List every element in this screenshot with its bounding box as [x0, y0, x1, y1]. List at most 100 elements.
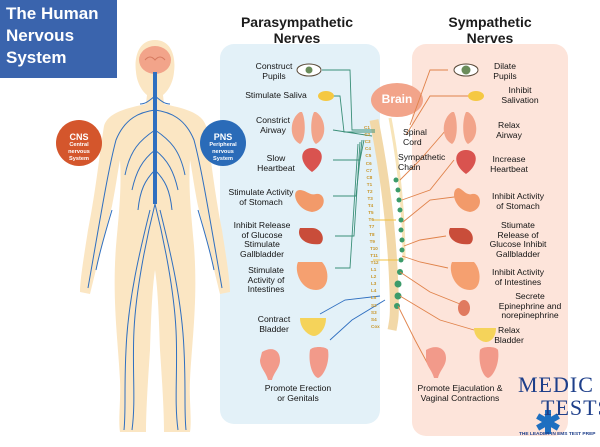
para-heart-l1: Slow: [266, 153, 286, 163]
cns-badge: CNS Central nervous System: [56, 120, 102, 166]
symp-stomach-label: Inhibit Activity of Stomach: [480, 191, 556, 211]
sympathetic-chain-label: Sympathetic Chain: [398, 152, 445, 172]
symp-intestines-l1: Inhibit Activity: [491, 267, 545, 277]
spine-label: L1: [371, 267, 377, 272]
symp-glucose-l3: Glucose Inhibit: [489, 239, 547, 250]
para-bladder-label: Contract Bladder: [248, 314, 300, 334]
spinal-label-line1: Spinal: [403, 127, 427, 137]
spine-label: T10: [369, 245, 378, 251]
spine-label: T12: [370, 259, 379, 265]
symp-pupils-label: Dilate Pupils: [480, 61, 530, 81]
symp-airway-l2: Airway: [496, 129, 522, 140]
spine-label: C1: [364, 125, 370, 130]
cns-sub3: System: [69, 156, 89, 162]
logo-line2: TESTS: [541, 395, 600, 420]
pns-badge: PNS Peripheral nervous System: [200, 120, 246, 166]
title-line-2: Nervous: [6, 26, 75, 45]
symp-heading-line1: Sympathetic: [448, 14, 532, 30]
symp-airway-l1: Relax: [498, 120, 520, 130]
para-intestines-l3: Intestines: [247, 284, 285, 295]
symp-epi-l1: Secrete: [515, 291, 545, 301]
symp-pupils-l1: Dilate: [494, 61, 516, 71]
symp-epinephrine-label: Secrete Epinephrine and norepinephrine: [490, 291, 570, 321]
symp-bladder-label: Relax Bladder: [486, 325, 532, 345]
nerve-connections: [319, 69, 475, 369]
para-intestines-l1: Stimulate: [248, 265, 284, 275]
spine-label: L2: [371, 274, 377, 280]
para-genitals-l2: or Genitals: [277, 392, 319, 403]
title-line-1: The Human: [6, 4, 99, 23]
spine-label: C6: [365, 160, 372, 166]
para-airway-l2: Airway: [260, 124, 286, 135]
spinal-label-line2: Cord: [403, 136, 422, 147]
logo-tagline: THE LEADER IN EMS TEST PREP: [519, 432, 596, 437]
para-organs: [260, 63, 334, 380]
symp-glucose-l1: Stiumate: [501, 220, 535, 230]
symp-epi-l3: norepinephrine: [501, 310, 559, 321]
para-heading-line1: Parasympathetic: [240, 14, 354, 30]
pns-label: PNS: [213, 132, 233, 142]
para-glucose-label: Inhibit Release of Glucose Stimulate Gal…: [226, 220, 298, 259]
spine-label: L5: [371, 295, 377, 301]
spine-label: T4: [367, 203, 374, 209]
spine-label: T3: [367, 196, 373, 201]
symp-heart-l2: Heartbeat: [490, 163, 528, 174]
title-box: The Human Nervous System: [0, 0, 117, 78]
star-of-life-icon: [536, 410, 560, 434]
para-glucose-l2: of Glucose: [241, 229, 283, 240]
symp-heading-line2: Nerves: [466, 30, 514, 46]
para-stomach-l1: Stimulate Activity: [228, 187, 294, 197]
symp-heading: Sympathetic Nerves: [420, 14, 560, 46]
para-heart-l2: Heartbeat: [257, 162, 295, 173]
spine-label: C8: [366, 174, 373, 180]
spine-label: C5: [365, 153, 372, 159]
spine-label: C7: [366, 167, 372, 173]
symp-stomach-l1: Inhibit Activity: [491, 191, 545, 201]
para-heading-line2: Nerves: [273, 30, 321, 46]
para-airway-label: Constrict Airway: [248, 115, 298, 135]
para-glucose-l4: Gallbladder: [240, 248, 284, 259]
symp-heart-l1: Increase: [492, 154, 526, 164]
symp-genitals-label: Promote Ejaculation & Vaginal Contractio…: [410, 383, 510, 403]
symp-pupils-l2: Pupils: [493, 70, 517, 81]
symp-saliva-l1: Inhibit: [508, 85, 532, 95]
spine-label: T6: [368, 217, 374, 223]
symp-stomach-l2: of Stomach: [496, 200, 540, 211]
para-glucose-l1: Inhibit Release: [233, 220, 291, 230]
pns-sub2: nervous: [212, 149, 234, 155]
spine-label: L3: [371, 281, 377, 287]
symp-intestines-l2: of Intestines: [494, 276, 542, 287]
cns-sub2: nervous: [68, 149, 90, 155]
pns-sub3: System: [213, 156, 233, 162]
pns-sub1: Peripheral: [209, 142, 237, 148]
spine-label: T9: [369, 238, 375, 244]
spine-label: T8: [369, 231, 375, 237]
spinal-column: [369, 83, 423, 331]
spine-label: T11: [370, 252, 378, 258]
para-glucose-l3: Stimulate: [244, 239, 280, 250]
spine-label: T2: [367, 188, 373, 194]
para-bladder-l2: Bladder: [259, 323, 289, 334]
symp-saliva-l2: Salivation: [501, 94, 539, 105]
symp-saliva-label: Inhibit Salivation: [490, 85, 550, 105]
symp-glucose-l4: Gallbladder: [496, 248, 540, 259]
para-stomach-label: Stimulate Activity of Stomach: [222, 187, 300, 207]
spine-label: T1: [366, 181, 373, 187]
para-airway-l1: Constrict: [256, 115, 290, 125]
para-stomach-l2: of Stomach: [239, 196, 283, 207]
symp-intestines-label: Inhibit Activity of Intestines: [478, 267, 558, 287]
symp-bladder-l2: Bladder: [494, 334, 524, 345]
para-genitals-label: Promote Erection or Genitals: [258, 383, 338, 403]
para-pupils-l1: Construct: [255, 61, 293, 71]
spine-label: Cox: [371, 323, 380, 329]
para-intestines-l2: Activity of: [247, 274, 285, 285]
para-heading: Parasympathetic Nerves: [222, 14, 372, 46]
spine-label: C3: [364, 139, 371, 145]
brain-label: Brain: [381, 92, 413, 106]
para-genitals-l1: Promote Erection: [264, 383, 332, 393]
spine-label: T7: [368, 224, 375, 230]
cns-label: CNS: [69, 132, 89, 142]
symp-genitals-l1: Promote Ejaculation &: [417, 383, 503, 393]
para-saliva-label: Stimulate Saliva: [245, 90, 307, 100]
